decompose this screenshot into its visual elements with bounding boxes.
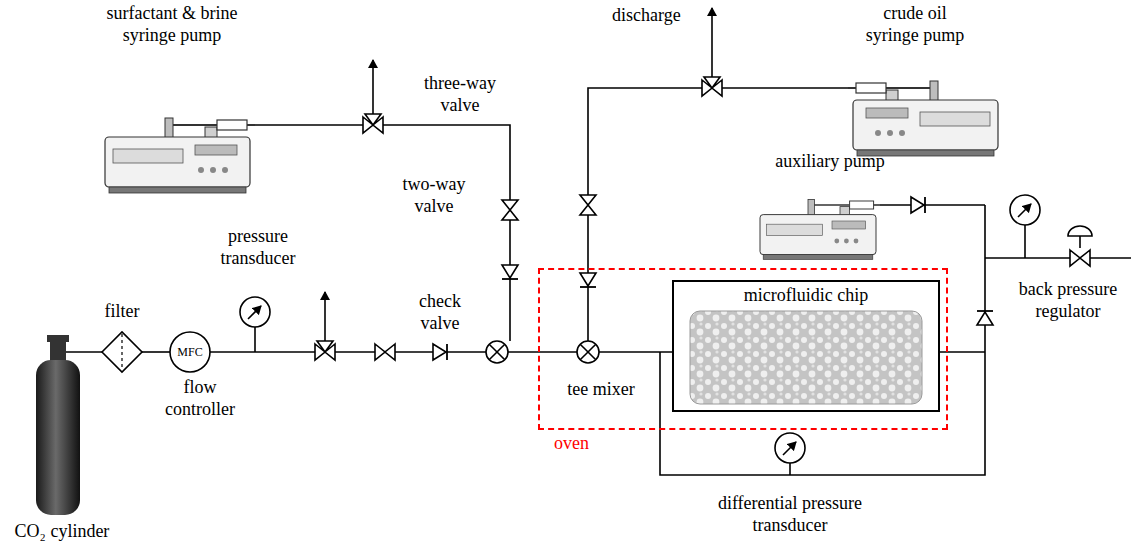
three-way-valve-symbol bbox=[702, 77, 722, 96]
node-label: microfluidic chip bbox=[674, 284, 938, 306]
pressure-gauge bbox=[240, 297, 270, 327]
gas-cylinder bbox=[36, 335, 80, 515]
pump-label: surfactant & brine syringe pump bbox=[87, 2, 257, 46]
regulator-label: back pressure regulator bbox=[1009, 278, 1127, 322]
node-label: oven bbox=[554, 432, 589, 454]
oven-region: ovenmicrofluidic chip bbox=[538, 268, 948, 430]
mfc-label: MFC bbox=[171, 344, 209, 360]
two-way-valve-symbol bbox=[580, 195, 596, 215]
cylinder-label: CO₂ cylinder bbox=[3, 520, 121, 542]
syringe-pump bbox=[105, 118, 255, 193]
instrument-label: differential pressure transducer bbox=[690, 492, 890, 536]
two-way-valve-symbol bbox=[375, 344, 395, 360]
chip-image bbox=[690, 311, 922, 404]
chip-box: microfluidic chip bbox=[672, 280, 940, 412]
valve-label: check valve bbox=[409, 290, 471, 334]
filter-symbol bbox=[102, 332, 142, 372]
check-valve-symbol bbox=[977, 311, 993, 325]
instrument-label: pressure transducer bbox=[208, 225, 308, 269]
check-valve-symbol bbox=[433, 344, 447, 360]
component-label: filter bbox=[92, 300, 152, 322]
outlet-label: discharge bbox=[612, 4, 702, 26]
mfc-symbol bbox=[170, 332, 210, 372]
tee-mixer-symbol bbox=[577, 341, 599, 363]
three-way-valve-symbol bbox=[315, 341, 335, 360]
regulator-symbol bbox=[1068, 226, 1092, 266]
check-valve-symbol bbox=[580, 273, 596, 287]
differential-gauge bbox=[775, 433, 805, 463]
three-way-valve-symbol bbox=[363, 114, 383, 133]
pipework bbox=[66, 8, 1131, 475]
pump-label: crude oil syringe pump bbox=[855, 2, 975, 46]
two-way-valve-symbol bbox=[502, 200, 518, 220]
component-label: tee mixer bbox=[556, 378, 646, 400]
check-valve-symbol bbox=[911, 197, 925, 213]
pressure-gauge bbox=[1010, 195, 1040, 225]
pump-label: auxiliary pump bbox=[755, 150, 905, 172]
valve-label: three-way valve bbox=[414, 72, 506, 116]
tee-mixer-symbol bbox=[486, 341, 508, 363]
instrument-label: flow controller bbox=[154, 376, 246, 420]
syringe-pump bbox=[848, 81, 998, 156]
syringe-pump bbox=[760, 199, 880, 259]
check-valve-symbol bbox=[502, 265, 518, 279]
valve-label: two-way valve bbox=[392, 173, 477, 217]
